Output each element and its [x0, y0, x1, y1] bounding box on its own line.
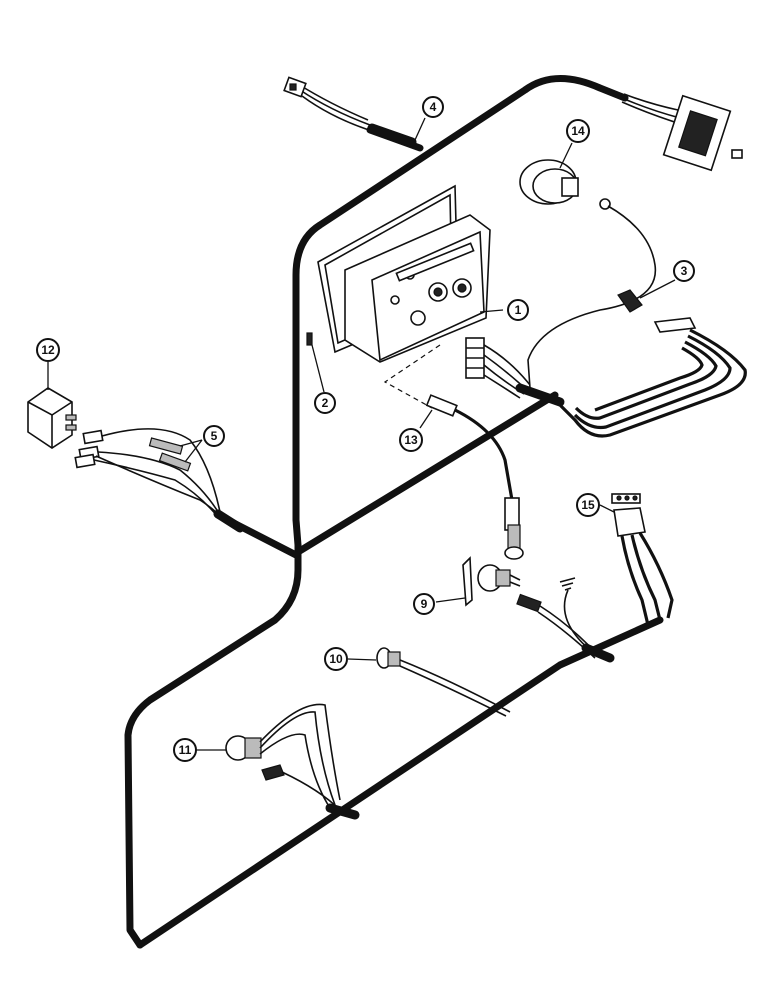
top-right-connector: [621, 93, 743, 172]
cluster-connector: [465, 337, 531, 399]
relay: [27, 387, 77, 449]
callout-label-9: 9: [421, 597, 428, 611]
callout-2: 2: [314, 392, 336, 414]
light-switch: [225, 703, 341, 811]
callout-label-10: 10: [329, 652, 343, 666]
callout-label-12: 12: [41, 343, 55, 357]
jumper-and-wires: [553, 289, 747, 438]
callout-5: 5: [203, 425, 225, 447]
callout-9: 9: [413, 593, 435, 615]
callout-label-2: 2: [322, 396, 329, 410]
callout-11: 11: [173, 738, 197, 762]
sender-lead: [383, 344, 524, 560]
top-connector-branch: [283, 76, 373, 132]
callout-15: 15: [576, 493, 600, 517]
callout-10: 10: [324, 647, 348, 671]
callout-label-3: 3: [681, 264, 688, 278]
junction-bands: [213, 123, 615, 820]
leader-lines: [47, 117, 676, 751]
callout-4: 4: [422, 96, 444, 118]
callout-1: 1: [507, 299, 529, 321]
callout-label-13: 13: [404, 433, 418, 447]
ignition-switch: [462, 556, 521, 607]
callout-label-4: 4: [430, 100, 437, 114]
temperature-sender: [376, 647, 511, 717]
callout-12: 12: [36, 338, 60, 362]
callout-13: 13: [399, 428, 423, 452]
callout-14: 14: [566, 119, 590, 143]
callout-label-15: 15: [581, 498, 595, 512]
callout-3: 3: [673, 260, 695, 282]
gauge: [519, 159, 657, 389]
relay-harness: [74, 428, 221, 518]
callout-label-11: 11: [179, 743, 192, 757]
callout-label-1: 1: [515, 303, 522, 317]
callout-label-14: 14: [571, 124, 585, 138]
mounting-screw: [306, 332, 313, 346]
instrument-cluster: [317, 184, 491, 363]
rear-connector: [611, 493, 674, 626]
callout-label-5: 5: [211, 429, 218, 443]
